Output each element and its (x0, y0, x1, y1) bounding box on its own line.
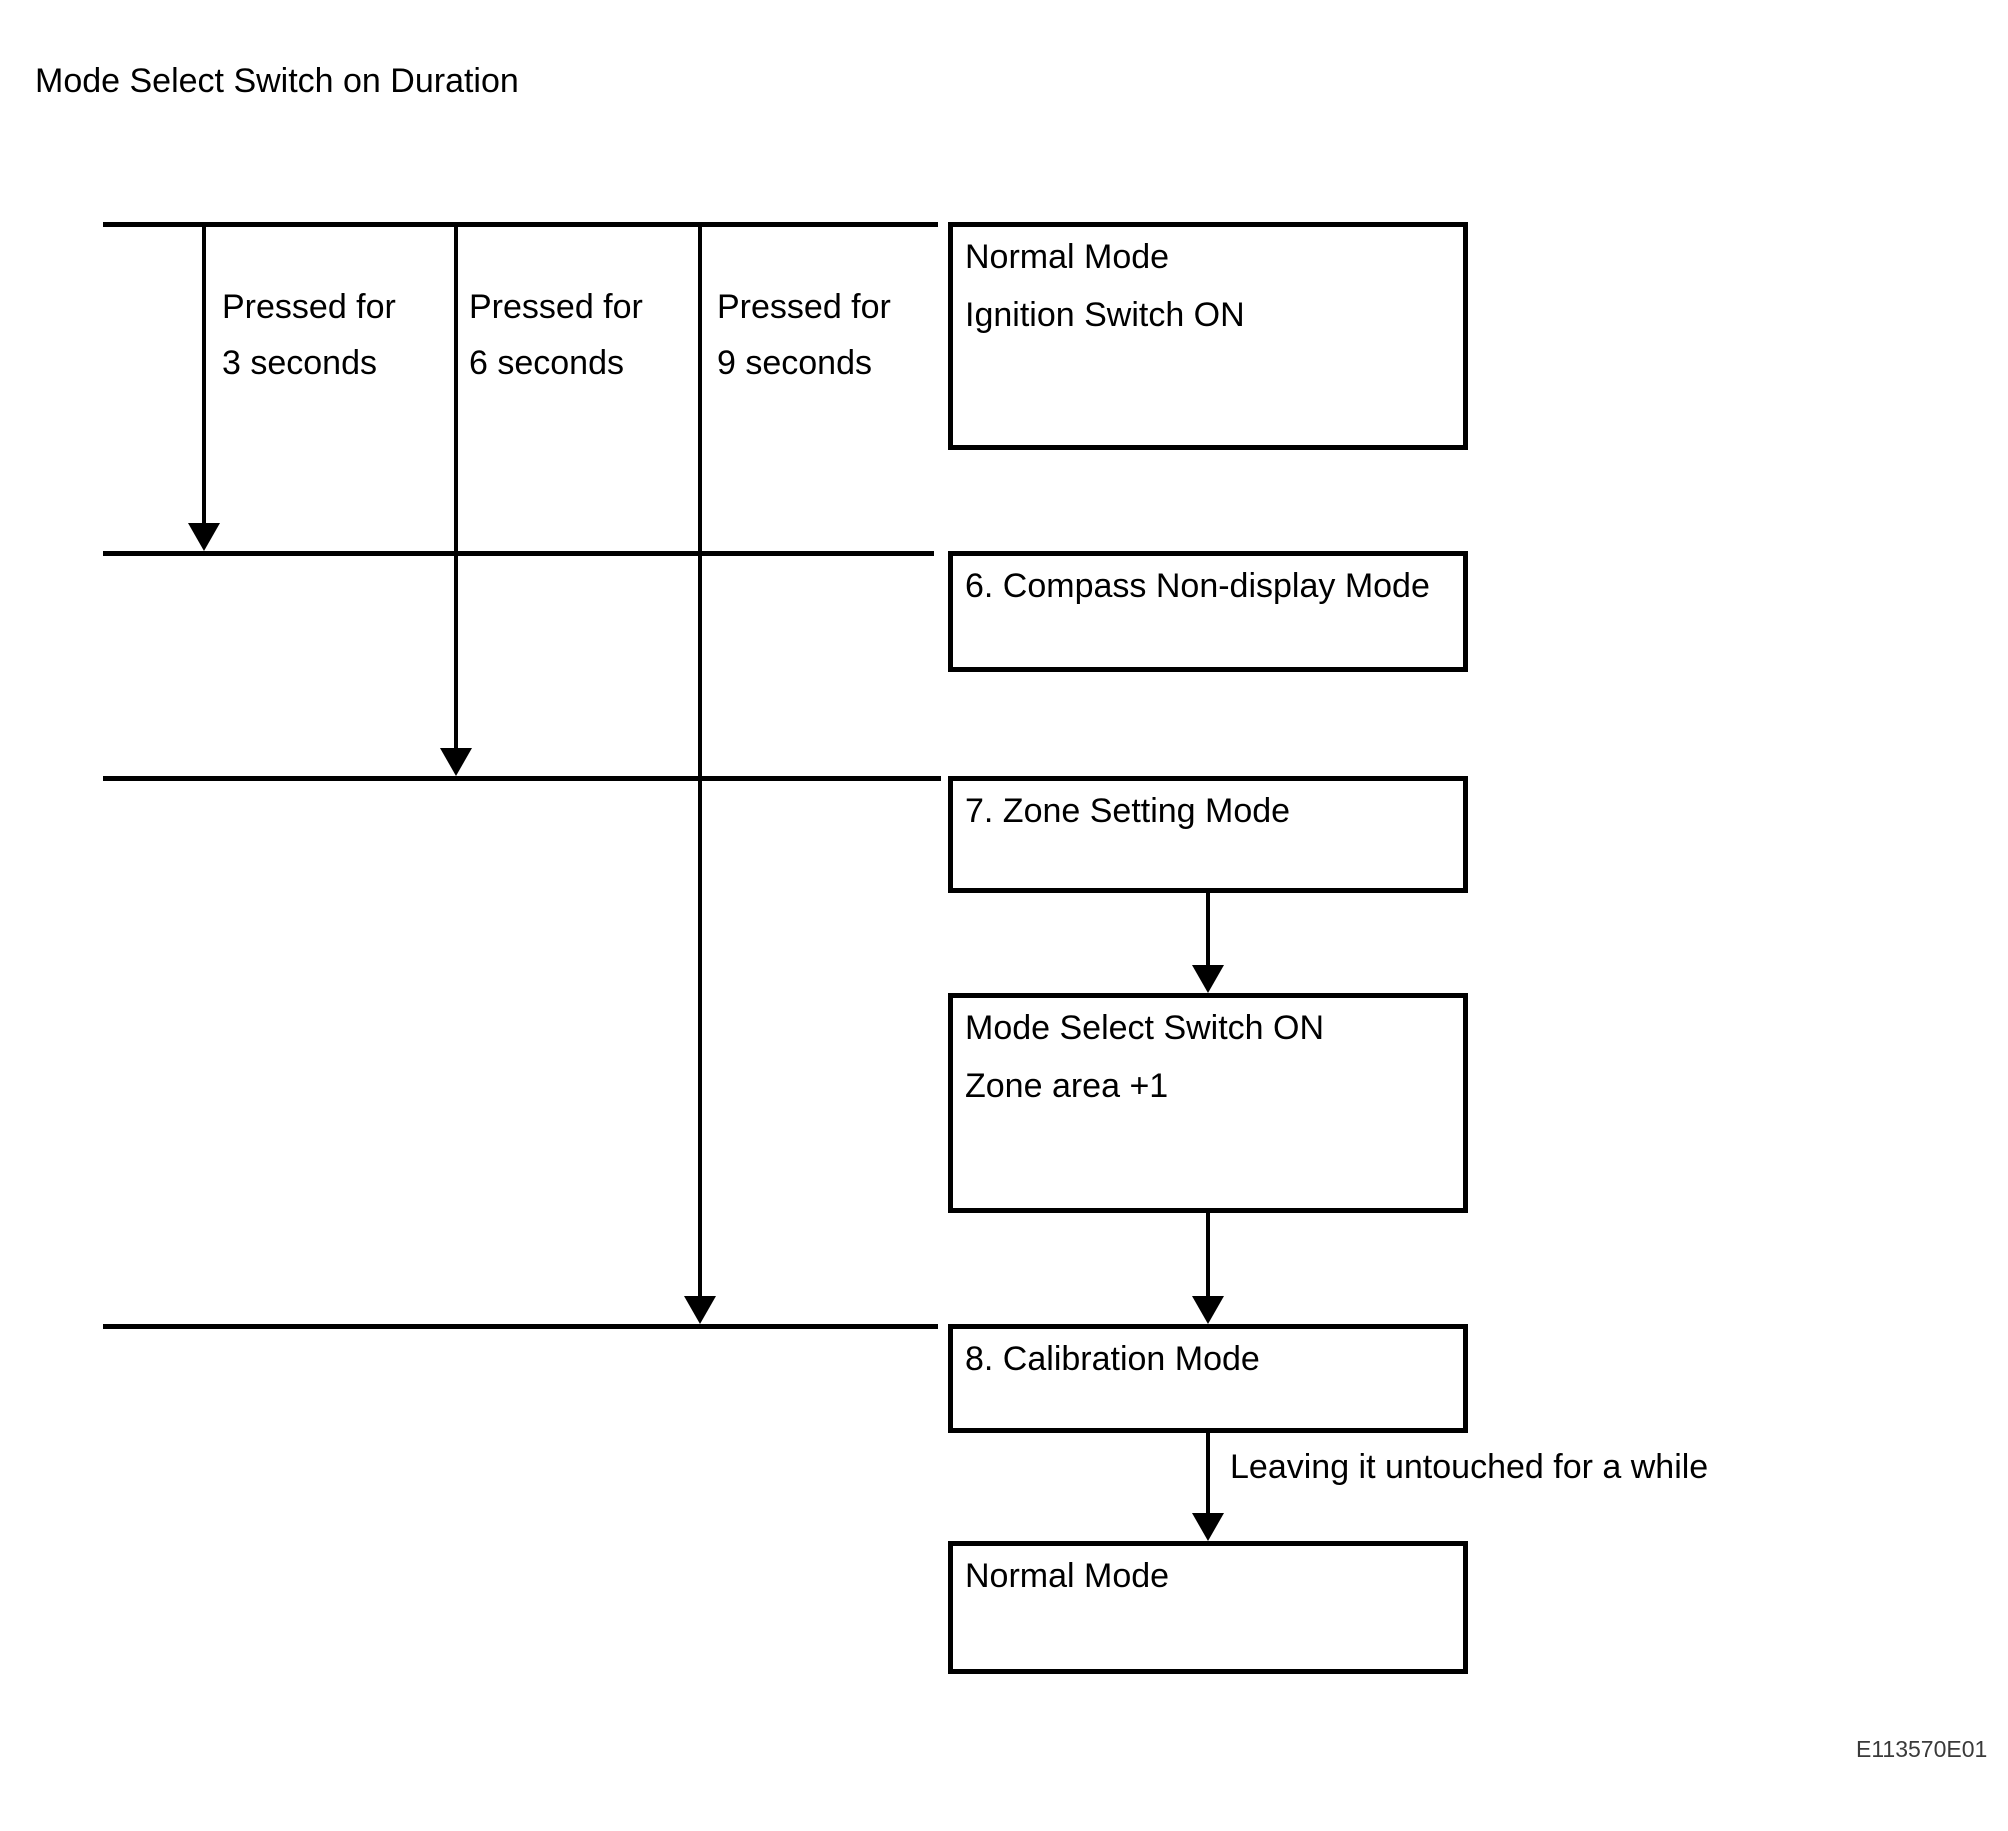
box-text-line: Mode Select Switch ON (965, 1009, 1325, 1047)
connector-modeselect-to-calibration (1206, 1213, 1210, 1298)
connector-calibration-to-normal (1206, 1433, 1210, 1515)
flow-box-calibration-mode: 8. Calibration Mode (948, 1324, 1468, 1433)
box-text-line: 6. Compass Non-display Mode (965, 567, 1430, 605)
arrow-head-3s-icon (188, 523, 220, 551)
rail-top (103, 222, 938, 227)
arrow-line-6s (454, 222, 458, 748)
diagram-title: Mode Select Switch on Duration (35, 62, 519, 100)
flow-box-mode-select-switch-on: Mode Select Switch ON Zone area +1 (948, 993, 1468, 1213)
arrow-head-9s-icon (684, 1296, 716, 1324)
connector-zone-to-modeselect-head-icon (1192, 965, 1224, 993)
flow-box-normal-mode-end: Normal Mode (948, 1541, 1468, 1674)
box-text-line: Normal Mode (965, 1557, 1170, 1595)
connector-calibration-to-normal-head-icon (1192, 1513, 1224, 1541)
duration-label-9s-line1: Pressed for (717, 288, 891, 326)
flow-box-compass-non-display-mode: 6. Compass Non-display Mode (948, 551, 1468, 672)
duration-label-3s-line1: Pressed for (222, 288, 396, 326)
rail-3s (103, 551, 934, 556)
flow-box-zone-setting-mode: 7. Zone Setting Mode (948, 776, 1468, 893)
box-text-line: Zone area +1 (965, 1067, 1169, 1105)
duration-label-6s: Pressed for 6 seconds (469, 279, 643, 391)
arrow-head-6s-icon (440, 748, 472, 776)
duration-label-6s-line2: 6 seconds (469, 344, 624, 382)
arrow-line-9s (698, 222, 702, 1296)
leaving-untouched-label: Leaving it untouched for a while (1230, 1448, 1709, 1486)
box-text-line: Normal Mode (965, 238, 1170, 276)
duration-label-9s: Pressed for 9 seconds (717, 279, 891, 391)
connector-modeselect-to-calibration-head-icon (1192, 1296, 1224, 1324)
flow-box-normal-mode-start: Normal Mode Ignition Switch ON (948, 222, 1468, 450)
box-text-line: Ignition Switch ON (965, 296, 1245, 334)
box-text-line: 7. Zone Setting Mode (965, 792, 1291, 830)
duration-label-3s: Pressed for 3 seconds (222, 279, 396, 391)
duration-label-6s-line1: Pressed for (469, 288, 643, 326)
duration-label-3s-line2: 3 seconds (222, 344, 377, 382)
figure-code: E113570E01 (1856, 1736, 1988, 1762)
box-text-line: 8. Calibration Mode (965, 1340, 1260, 1378)
connector-zone-to-modeselect (1206, 893, 1210, 967)
rail-6s (103, 776, 941, 781)
duration-label-9s-line2: 9 seconds (717, 344, 872, 382)
rail-9s (103, 1324, 938, 1329)
arrow-line-3s (202, 222, 206, 523)
